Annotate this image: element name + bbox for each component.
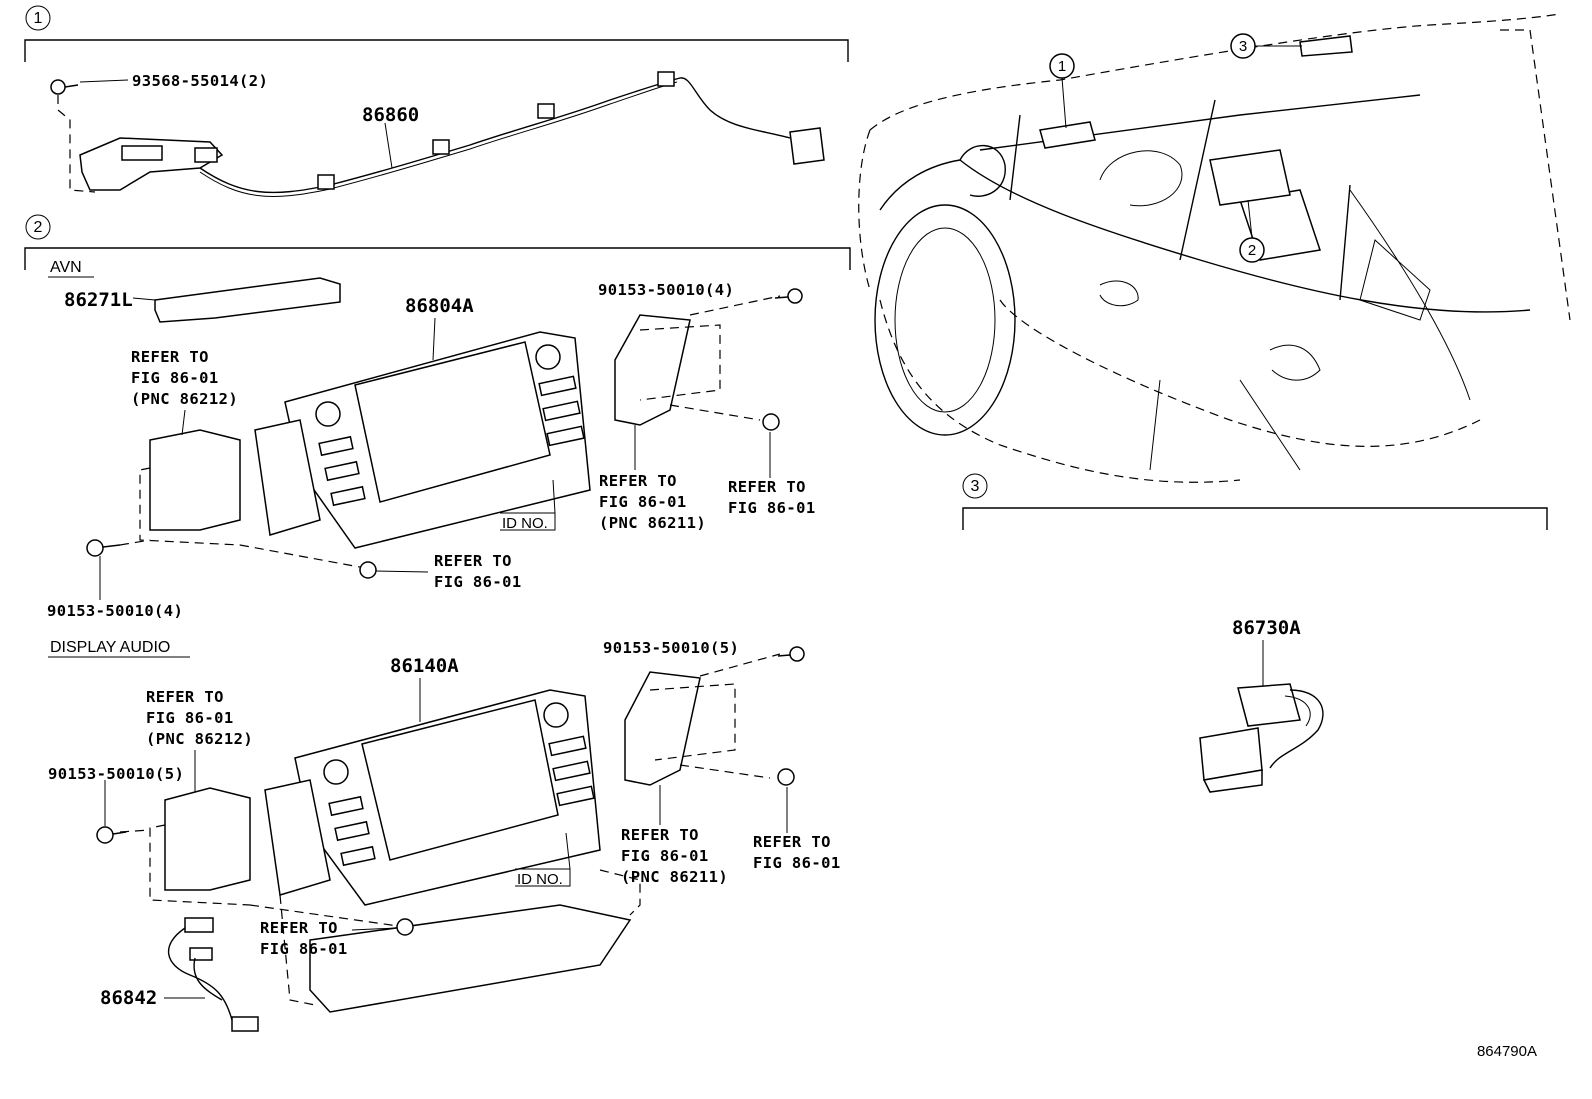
- da-id-no: ID NO.: [517, 871, 563, 888]
- da-top-bolt: [777, 646, 805, 662]
- refer-avn-right-line3: (PNC 86211): [599, 514, 706, 532]
- refer-da-clip-right-line2: FIG 86-01: [753, 854, 841, 872]
- harness-connector: [789, 127, 825, 165]
- label-part-86842: 86842: [100, 987, 157, 1009]
- callout-2: 2: [1239, 199, 1265, 263]
- section-2: 2 AVN 86271L 86804A: [24, 214, 851, 1032]
- svg-text:2: 2: [1248, 242, 1256, 259]
- harness-86860: [199, 77, 791, 194]
- section-1: 1 93568-55014(2) 86860: [24, 5, 849, 197]
- interior-sensor-unit: [1299, 35, 1353, 57]
- refer-avn-clip-right-line2: FIG 86-01: [728, 499, 816, 517]
- harness-86860-edge: [199, 81, 678, 197]
- svg-text:3: 3: [1239, 38, 1247, 55]
- da-lower-cover: [309, 904, 632, 1013]
- section-1-bracket: [24, 39, 849, 62]
- callout-3: 3: [1230, 33, 1302, 59]
- section-2-number: 2: [34, 219, 43, 236]
- label-part-86860: 86860: [362, 104, 419, 126]
- da-left-bolt: [96, 826, 127, 844]
- refer-da-left-line3: (PNC 86212): [146, 730, 253, 748]
- callout-1: 1: [1049, 53, 1075, 129]
- refer-da-clip-bottom-line1: REFER TO: [260, 919, 338, 937]
- label-bolt-93568: 93568-55014(2): [132, 72, 268, 90]
- interior-camera-unit: [1039, 121, 1096, 149]
- refer-avn-left-line3: (PNC 86212): [131, 390, 238, 408]
- da-right-bracket: [624, 671, 701, 786]
- section-3-bracket: [962, 507, 1548, 530]
- label-bolt-da-left: 90153-50010(5): [48, 765, 184, 783]
- refer-da-clip-right-line1: REFER TO: [753, 833, 831, 851]
- leader-86860: [384, 122, 393, 169]
- section-1-marker: [25, 5, 51, 31]
- section-2-marker: [25, 214, 51, 240]
- relay-86730A: [1199, 683, 1324, 793]
- avn-right-bracket: [614, 314, 691, 426]
- section-1-number: 1: [34, 10, 43, 27]
- avn-id-no: ID NO.: [502, 515, 548, 532]
- refer-da-right-line3: (PNC 86211): [621, 868, 728, 886]
- figure-id: 864790A: [1477, 1043, 1537, 1060]
- avn-top-bolt: [774, 288, 803, 304]
- refer-da-right-line1: REFER TO: [621, 826, 699, 844]
- label-display-audio: DISPLAY AUDIO: [50, 639, 170, 656]
- avn-bottom-clip: [359, 561, 377, 579]
- refer-avn-left-line1: REFER TO: [131, 348, 209, 366]
- leader-93568: [79, 79, 129, 83]
- refer-avn-right-line2: FIG 86-01: [599, 493, 687, 511]
- bracket-86271L: [154, 277, 341, 323]
- label-bolt-avn-left: 90153-50010(4): [47, 602, 183, 620]
- avn-right-clip: [762, 413, 780, 431]
- harness-clip-4: [657, 71, 675, 87]
- label-bolt-avn-top: 90153-50010(4): [598, 281, 734, 299]
- section-3-number: 3: [971, 478, 980, 495]
- da-left-bracket: [164, 787, 251, 891]
- label-part-86730A: 86730A: [1232, 617, 1301, 639]
- refer-da-clip-bottom-line2: FIG 86-01: [260, 940, 348, 958]
- section-3-marker: [962, 473, 988, 499]
- camera-bracket: [79, 137, 224, 191]
- label-part-86140A: 86140A: [390, 655, 459, 677]
- svg-text:1: 1: [1058, 58, 1066, 75]
- refer-avn-clip-right-line1: REFER TO: [728, 478, 806, 496]
- refer-avn-right-line1: REFER TO: [599, 472, 677, 490]
- da-right-clip: [777, 768, 795, 786]
- harness-clip-2: [432, 139, 450, 155]
- refer-da-left-line2: FIG 86-01: [146, 709, 234, 727]
- display-audio-head-unit: [264, 689, 601, 906]
- label-avn: AVN: [50, 259, 82, 276]
- label-part-86271L: 86271L: [64, 289, 133, 311]
- vehicle-interior-view: [858, 13, 1571, 483]
- refer-da-left-line1: REFER TO: [146, 688, 224, 706]
- refer-avn-left-line2: FIG 86-01: [131, 369, 219, 387]
- interior-display-unit: [1209, 149, 1291, 206]
- refer-avn-clip-bottom-line2: FIG 86-01: [434, 573, 522, 591]
- assembly-line-93568: [57, 95, 96, 193]
- harness-clip-3: [537, 103, 555, 119]
- da-bottom-clip: [396, 918, 414, 936]
- refer-da-right-line2: FIG 86-01: [621, 847, 709, 865]
- avn-left-bolt: [86, 539, 121, 557]
- avn-left-bracket: [149, 429, 241, 531]
- label-bolt-da-top: 90153-50010(5): [603, 639, 739, 657]
- refer-avn-clip-bottom-line1: REFER TO: [434, 552, 512, 570]
- section-2-bracket: [24, 247, 851, 270]
- label-part-86804A: 86804A: [405, 295, 474, 317]
- harness-86842: [167, 917, 259, 1032]
- screw-93568: [50, 79, 79, 95]
- section-3: 3 86730A: [962, 473, 1548, 793]
- harness-clip-1: [317, 174, 335, 190]
- avn-head-unit: [254, 331, 591, 549]
